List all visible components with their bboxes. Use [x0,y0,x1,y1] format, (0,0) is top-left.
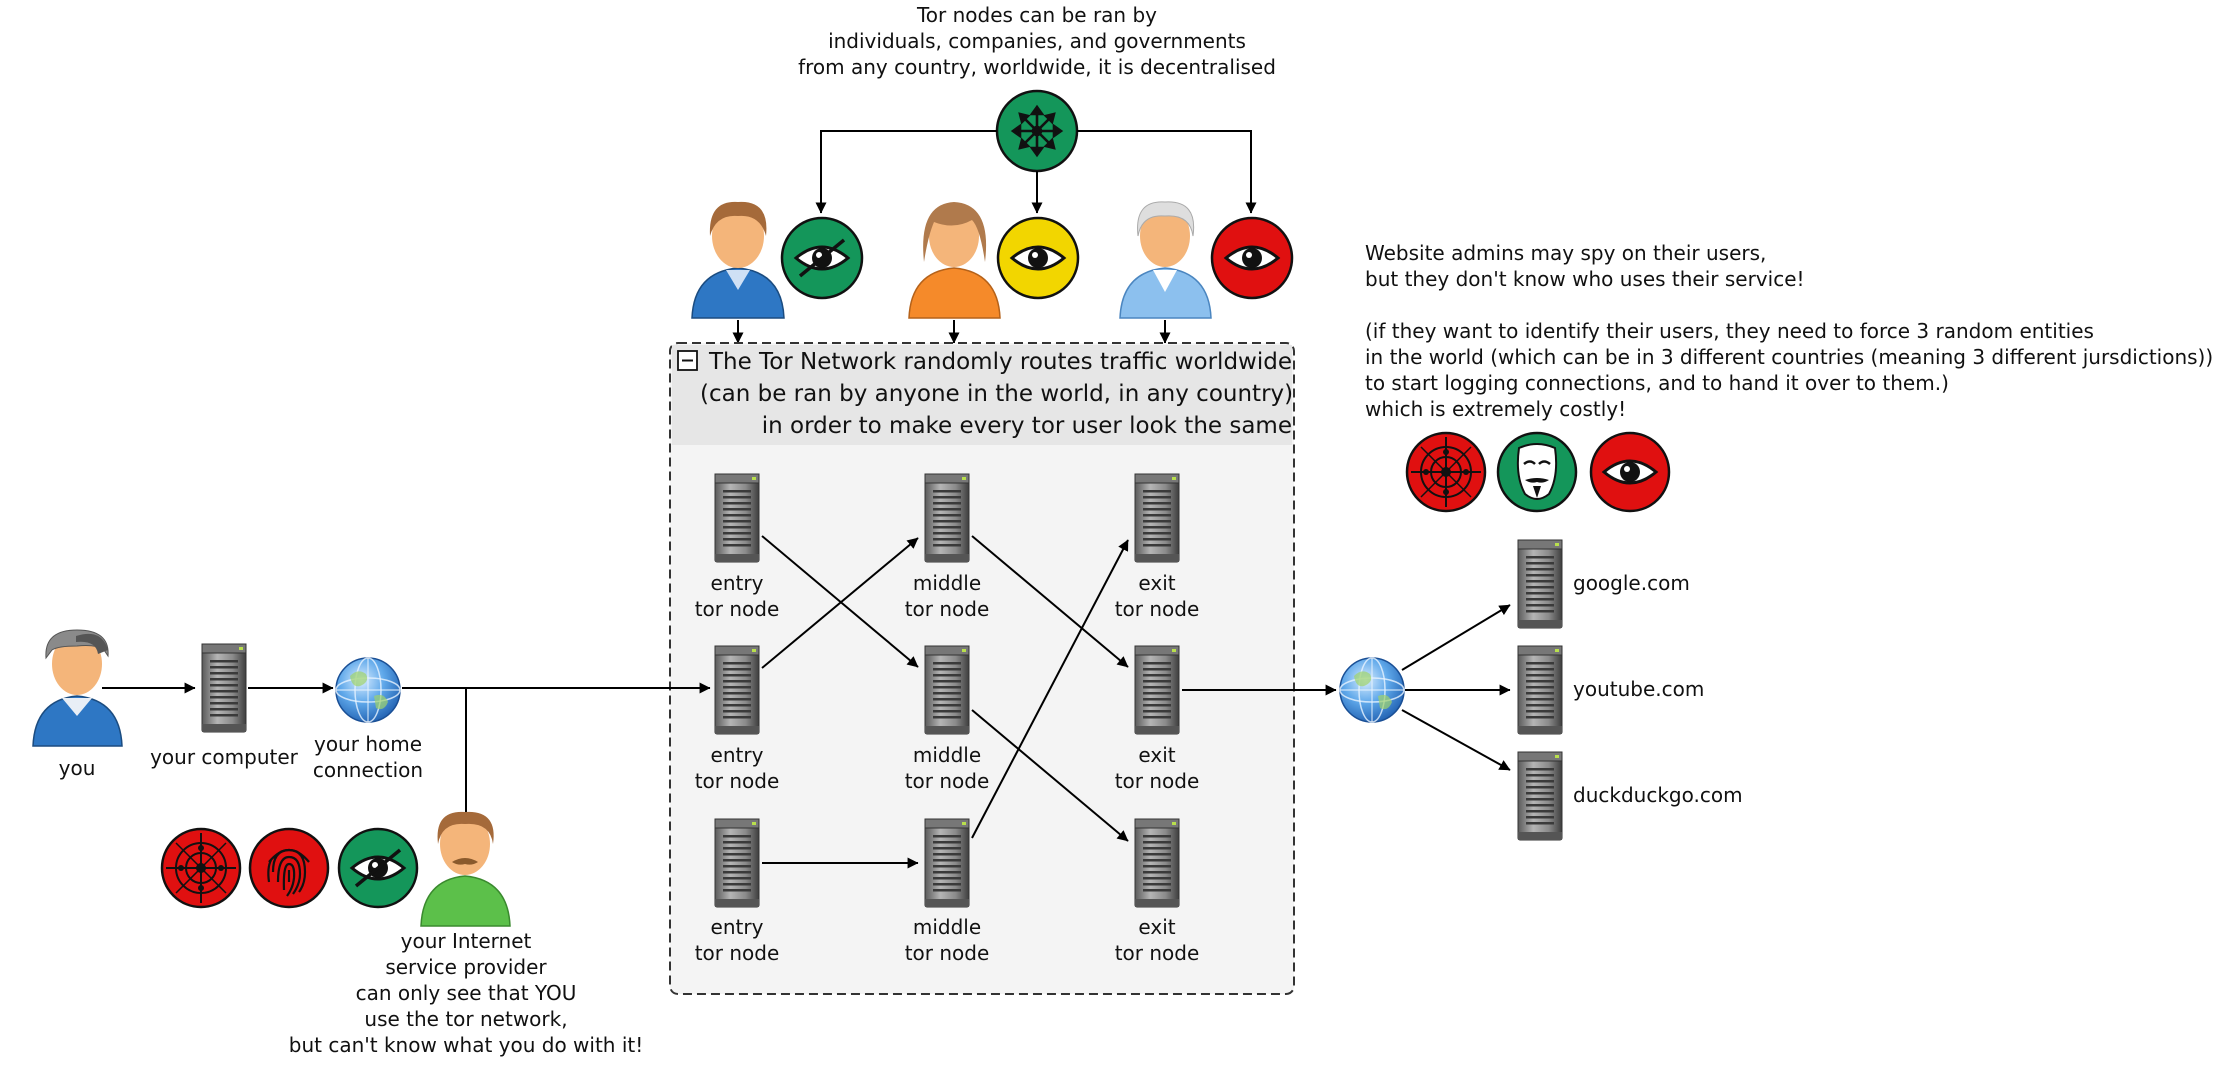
tor-network-title: The Tor Network randomly routes traffic … [700,346,1294,442]
exit-node-3-server-icon [1134,818,1180,908]
tor-network-title-line: in order to make every tor user look the… [761,413,1292,439]
tor-diagram-canvas [32,89,1671,995]
internet-globe-icon [1339,657,1405,723]
middle3-to-exit1-arrow [971,539,1129,839]
entry-node-3-server-icon [714,818,760,908]
your-computer-label: your computer [150,745,298,769]
hub-connectors [815,130,1257,214]
entry-node-2-server-icon [714,645,760,735]
operator-to-network-arrows [732,320,1171,344]
entry-node-1-server-icon [714,473,760,563]
website-admin-note: Website admins may spy on their users, b… [1365,241,2213,421]
internet-to-duckduckgo-arrow [1401,709,1511,771]
duckduckgo-server-icon [1517,751,1563,841]
website-duckduckgo-label: duckduckgo.com [1573,783,1743,807]
exit-node-2-server-icon [1134,645,1180,735]
user-avatar-icon [32,629,123,747]
top-note-line: individuals, companies, and governments [828,29,1246,53]
middle1-to-exit2-arrow [971,535,1129,668]
isp-observer-badges [160,827,419,909]
website-arrows [1401,604,1511,771]
top-note-line: from any country, worldwide, it is decen… [798,55,1276,79]
operator-3 [1119,201,1294,319]
hub-to-operator-3-arrow [1077,130,1257,214]
middle2-to-exit3-arrow [971,709,1129,842]
tor-routing-arrows [761,535,1337,869]
isp-description: your Internet service provider can only … [288,929,644,1057]
you-label: you [58,756,96,780]
entry1-to-middle2-arrow [761,535,919,668]
user-avatar-icon [420,811,511,927]
user-avatar-icon [691,201,785,319]
user-avatar-icon [908,202,1001,319]
exit-node-1-server-icon [1134,473,1180,563]
website-google-label: google.com [1573,571,1690,595]
operator-2 [908,202,1080,319]
user-avatar-icon [1119,201,1212,319]
website-youtube-label: youtube.com [1573,677,1705,701]
middle-node-1-server-icon [924,473,970,563]
anonymous-mask-icon [1516,442,1558,501]
top-operators-note: Tor nodes can be ran by individuals, com… [740,2,1334,80]
your-computer-server-icon [201,643,247,733]
middle-node-2-server-icon [924,645,970,735]
you-avatar [32,629,123,747]
surveillance-target-icon [1410,436,1482,508]
entry2-to-middle1-arrow [761,537,919,669]
hub-to-operator-1-arrow [815,130,997,214]
tor-network-title-line: (can be ran by anyone in the world, in a… [700,381,1294,407]
tor-network-box-header [672,345,1292,445]
isp-badge-2 [248,827,330,909]
network-hub-icon [1011,105,1063,157]
surveillance-target-icon [165,832,237,904]
collapse-toggle-button[interactable] [677,350,698,371]
admin-observer-badges [1405,431,1671,513]
top-note-line: Tor nodes can be ran by [916,3,1157,27]
youtube-server-icon [1517,645,1563,735]
isp-avatar [420,811,511,927]
tor-network-title-line: The Tor Network randomly routes traffic … [708,349,1292,375]
operator-network-hub [995,89,1079,173]
middle-node-3-server-icon [924,818,970,908]
home-connection-globe-icon [335,657,401,723]
operator-1 [691,201,864,319]
internet-to-google-arrow [1401,604,1511,671]
google-server-icon [1517,539,1563,629]
